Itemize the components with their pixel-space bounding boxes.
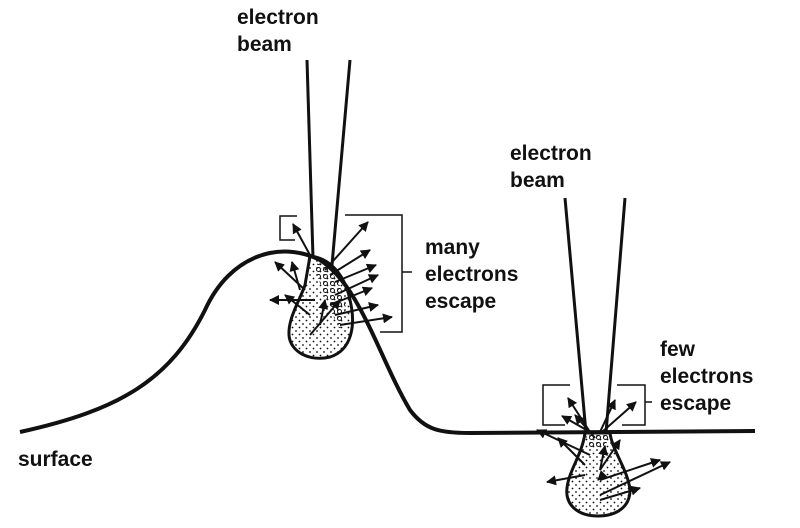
- electron-arrow: [598, 445, 609, 471]
- electron-arrow: [546, 474, 586, 486]
- electron-arrow: [274, 261, 306, 291]
- electron-arrow: [334, 302, 379, 316]
- brackets: [279, 214, 652, 426]
- electron-arrow: [599, 458, 661, 481]
- electron-arrow: [339, 313, 393, 326]
- electron-arrow: [557, 437, 586, 466]
- electron-arrow: [334, 263, 377, 283]
- electron-arrow: [284, 294, 311, 316]
- electron-arrow: [289, 261, 301, 291]
- electron-arrow: [329, 249, 371, 276]
- electron-arrow: [601, 401, 637, 433]
- surface-line: [19, 249, 756, 436]
- electron-beam-left: [305, 59, 352, 266]
- electron-arrow: [599, 485, 641, 501]
- electron-arrow: [597, 470, 608, 481]
- electron-arrow: [574, 414, 596, 439]
- interaction-volume-right: [565, 431, 632, 518]
- electron-arrow: [324, 221, 369, 271]
- escaping-electron-arrows: [269, 221, 671, 501]
- electron-arrow: [309, 299, 341, 336]
- interaction-volume-left: [287, 254, 354, 360]
- electron-arrow: [599, 439, 621, 471]
- electron-arrow: [292, 223, 311, 256]
- label-surface: surface: [18, 448, 93, 471]
- electron-arrow: [599, 461, 671, 496]
- electron-arrow: [334, 274, 379, 296]
- electron-arrow: [599, 399, 616, 433]
- electron-arrow: [567, 397, 591, 433]
- electron-beam-right: [563, 197, 627, 434]
